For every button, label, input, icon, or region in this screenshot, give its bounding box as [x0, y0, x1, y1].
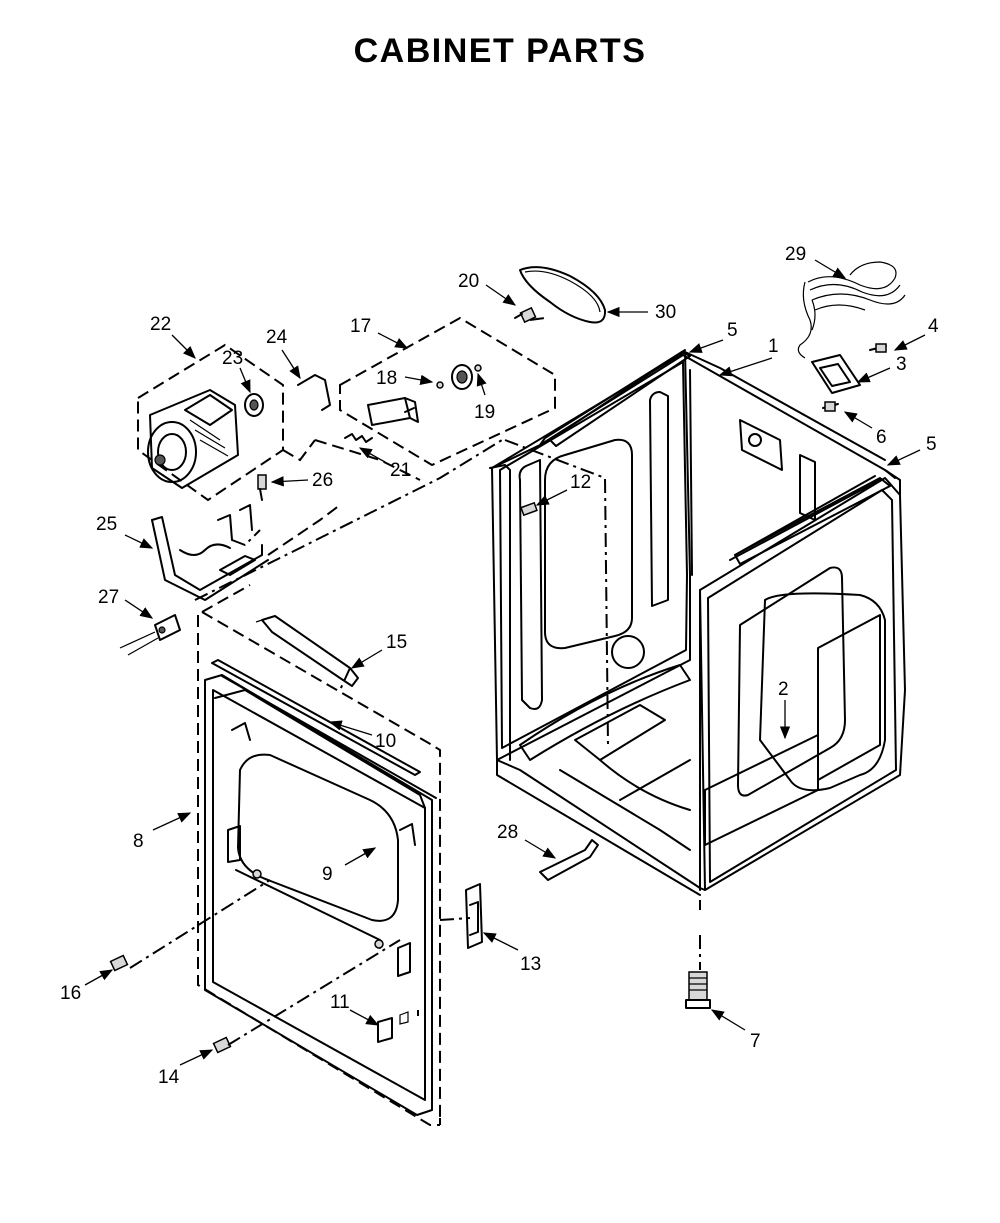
- idler-pulley: [451, 364, 482, 390]
- callout-10: 10: [375, 731, 396, 752]
- idler-assembly-box: [339, 316, 556, 467]
- callout-1: 1: [768, 336, 779, 357]
- callout-2: 2: [778, 679, 789, 700]
- callouts: 1 2 3 4 5 5 6 7 8 9 10 11 12 13 14 15 16…: [60, 244, 939, 1088]
- cabinet: [489, 349, 906, 896]
- wire-harness: [119, 614, 181, 656]
- callout-5-top: 5: [727, 320, 738, 341]
- callout-23: 23: [222, 348, 243, 369]
- leader-lines: [84, 259, 926, 1066]
- callout-26: 26: [312, 470, 333, 491]
- motor-mount: [151, 504, 269, 601]
- side-panel-cover: [704, 592, 886, 846]
- callout-27: 27: [98, 587, 119, 608]
- callout-14: 14: [158, 1067, 180, 1088]
- callout-13: 13: [520, 954, 541, 975]
- alignment-lines: [129, 317, 701, 1126]
- callout-7: 7: [750, 1031, 761, 1052]
- callout-25: 25: [96, 514, 117, 535]
- page-title: CABINET PARTS: [353, 32, 647, 70]
- screw-26: [257, 474, 267, 501]
- screw-18: [404, 381, 444, 413]
- drive-motor: [147, 389, 239, 489]
- power-cord: [797, 261, 906, 359]
- callout-30: 30: [655, 302, 676, 323]
- callout-28: 28: [497, 822, 518, 843]
- callout-21: 21: [390, 460, 411, 481]
- idler-spring: [344, 433, 373, 443]
- idler-assembly-leg: [314, 439, 421, 481]
- callout-15: 15: [386, 632, 407, 653]
- screw-12: [520, 501, 538, 517]
- screw-16: [109, 954, 129, 972]
- callout-29: 29: [785, 244, 806, 265]
- callout-12: 12: [570, 472, 591, 493]
- base-bracket: [539, 839, 599, 881]
- callout-18: 18: [376, 368, 397, 389]
- screw-14: [212, 1036, 232, 1054]
- callout-8: 8: [133, 831, 144, 852]
- callout-5-right: 5: [926, 434, 937, 455]
- callout-3: 3: [896, 354, 907, 375]
- callout-11: 11: [330, 992, 350, 1013]
- callout-17: 17: [350, 316, 371, 337]
- callout-16: 16: [60, 983, 81, 1004]
- motor-clip: [297, 374, 331, 411]
- idler-bracket: [367, 397, 419, 426]
- callout-20: 20: [458, 271, 479, 292]
- door-switch-harness: [255, 615, 359, 687]
- leveling-leg: [685, 971, 711, 1009]
- motor-pulley: [244, 393, 264, 417]
- drive-belt: [519, 266, 607, 324]
- callout-24: 24: [266, 327, 288, 348]
- front-panel-strip: [211, 659, 421, 776]
- callout-6: 6: [876, 427, 887, 448]
- front-panel: [204, 674, 437, 1116]
- door-hinge: [465, 883, 483, 949]
- callout-19: 19: [474, 402, 495, 423]
- callout-9: 9: [322, 864, 333, 885]
- terminal-block-bracket: [811, 343, 887, 412]
- callout-22: 22: [150, 314, 171, 335]
- callout-4: 4: [928, 316, 939, 337]
